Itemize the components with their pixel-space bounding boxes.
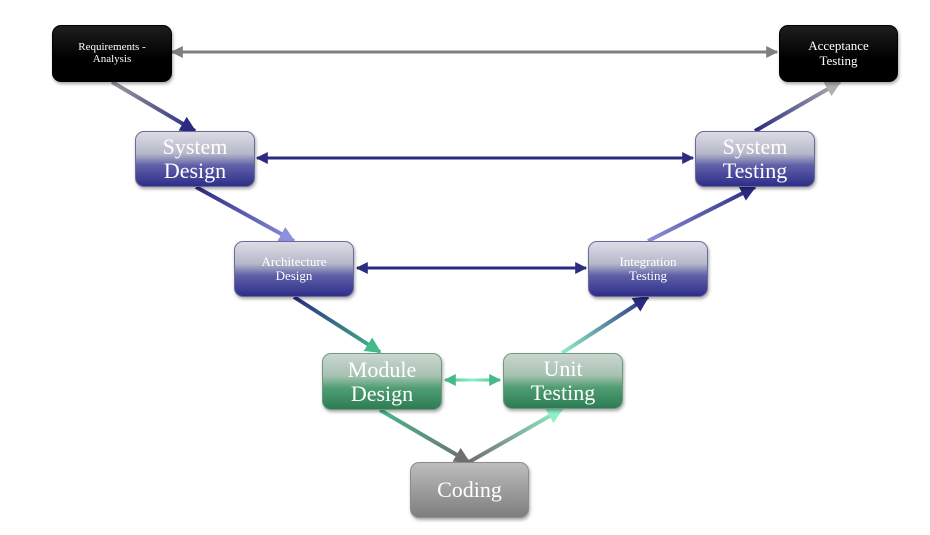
node-system-testing: System Testing	[695, 131, 815, 187]
node-integration-line-2: Testing	[628, 268, 668, 283]
arrow-system-design-to-architecture	[195, 185, 296, 243]
node-architecture-design: Architecture Design	[234, 241, 354, 297]
node-requirements-line-2: Analysis	[92, 52, 132, 65]
node-unit-testing-line-1: Unit	[543, 356, 583, 382]
node-acceptance-testing: Acceptance Testing	[779, 25, 898, 82]
node-coding: Coding	[410, 462, 529, 518]
node-system-design-line-1: System	[162, 134, 228, 160]
arrow-coding-to-unit-testing	[468, 407, 564, 464]
node-module-design-line-2: Design	[350, 380, 414, 406]
node-acceptance-line-1: Acceptance	[808, 38, 869, 54]
arrow-architecture-to-module-design	[292, 295, 382, 354]
node-module-design-line-1: Module	[347, 356, 417, 382]
arrow-module-design-to-coding	[378, 408, 471, 464]
node-module-design: Module Design	[322, 353, 442, 410]
node-unit-testing: Unit Testing	[503, 353, 623, 409]
node-architecture-line-2: Design	[275, 268, 313, 283]
node-system-testing-line-2: Testing	[722, 158, 788, 183]
node-system-testing-line-1: System	[722, 134, 788, 160]
arrow-unit-testing-to-integration	[560, 295, 650, 355]
node-requirements-analysis: Requirements - Analysis	[52, 25, 172, 82]
node-system-design: System Design	[135, 131, 255, 187]
arrow-system-testing-to-acceptance	[754, 80, 842, 133]
node-acceptance-line-2: Testing	[819, 52, 858, 68]
node-system-design-line-2: Design	[163, 158, 227, 183]
node-integration-line-1: Integration	[619, 253, 677, 269]
node-architecture-line-1: Architecture	[261, 253, 327, 269]
arrow-requirements-to-system-design	[110, 80, 197, 133]
node-requirements-line-1: Requirements -	[78, 40, 146, 53]
node-integration-testing: Integration Testing	[588, 241, 708, 297]
node-coding-label: Coding	[437, 477, 502, 503]
node-unit-testing-line-2: Testing	[530, 380, 596, 405]
arrow-integration-to-system-testing	[647, 185, 757, 243]
